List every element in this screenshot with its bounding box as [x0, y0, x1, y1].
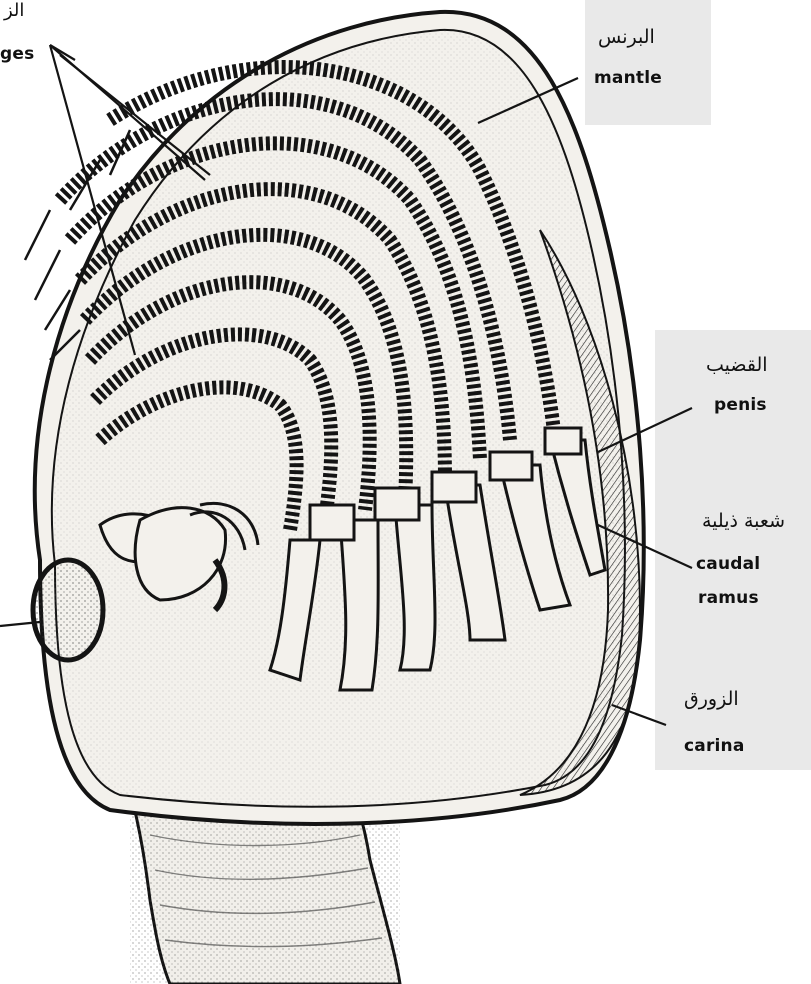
label-penis-ar: القضيب — [706, 356, 768, 375]
label-caudal-ar: شعبة ذيلية — [702, 512, 785, 531]
label-penis-en: penis — [714, 397, 767, 414]
label-cirri-ar: الز — [4, 2, 24, 20]
label-caudal-en-2: ramus — [698, 590, 759, 607]
label-mantle-ar: البرنس — [598, 28, 655, 47]
label-cirri-en: ges — [0, 46, 34, 63]
label-carina-en: carina — [684, 738, 745, 755]
basal-disc — [33, 560, 103, 660]
label-mantle-en: mantle — [594, 70, 662, 87]
label-carina-ar: الزورق — [684, 690, 739, 709]
label-caudal-en-1: caudal — [696, 556, 760, 573]
